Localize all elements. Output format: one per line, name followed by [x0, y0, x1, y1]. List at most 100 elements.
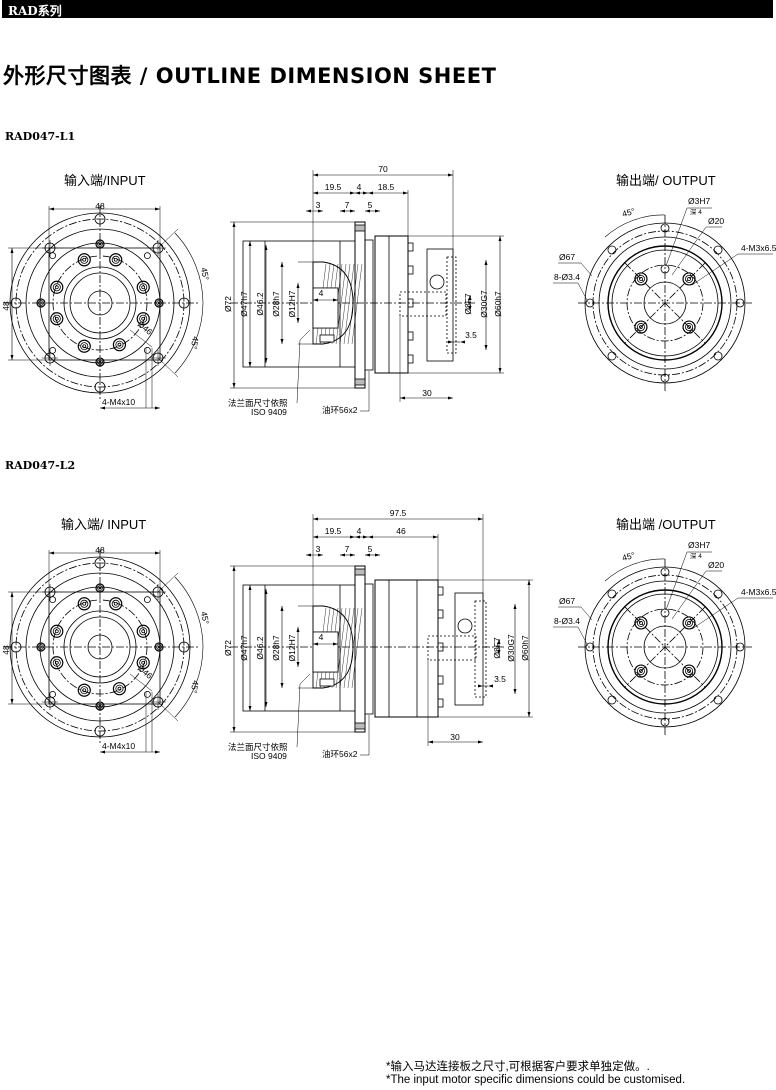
counterbore-hole [97, 703, 103, 709]
input-view-label: 输入端/INPUT [64, 173, 146, 188]
dim-output-pcd: Ø67 [559, 596, 575, 606]
counterbore-hole [157, 645, 161, 649]
counterbore-hole [113, 257, 118, 262]
counterbore-hole [687, 277, 691, 281]
dim-5: 5 [368, 200, 373, 210]
drawing-line [157, 357, 179, 378]
dim-square-height: 48 [1, 645, 11, 655]
tapped-hole [143, 252, 151, 260]
dimension-arrow [478, 684, 493, 688]
counterbore-hole [39, 301, 43, 305]
output-flange-plate [354, 565, 366, 733]
counterbore-hole [80, 686, 89, 695]
output-bore-hidden [427, 635, 477, 661]
dim-3: 3 [316, 544, 321, 554]
counterbore-hole [109, 597, 123, 611]
pin-hole [660, 264, 670, 274]
counterbore-hole [80, 599, 89, 608]
flange-hole [178, 641, 190, 653]
leader-line [360, 371, 370, 412]
dim-dia72: Ø72 [223, 640, 233, 656]
motor-square-outline [48, 591, 161, 705]
dim-output-tapped: 4-M3x6.5 [741, 587, 776, 597]
dim-dia8: Ø8F7 [463, 293, 473, 315]
iso-note: ISO 9409 [251, 407, 287, 417]
leader-line [671, 226, 722, 276]
counterbore-hole [636, 667, 645, 676]
hatch-line [351, 607, 363, 689]
counterbore-hole [687, 325, 691, 329]
dim-dia28: Ø28h7 [271, 291, 281, 317]
leader-line [553, 282, 589, 303]
drawing-rad047-l1: 输入端/INPUT 输出端/ OUTPUT 48 48 45° 45° Ø46 … [1, 164, 776, 417]
drawing-line [129, 329, 153, 348]
dimension-arrow [306, 553, 323, 557]
set-screw [319, 678, 335, 687]
leader-line [553, 626, 589, 647]
bolt-head [407, 242, 414, 252]
dimension-arrow [355, 535, 368, 539]
dim-d20: Ø20 [708, 560, 724, 570]
dim-angle-b: 45° [189, 680, 201, 694]
note-english: *The input motor specific dimensions cou… [386, 1074, 686, 1086]
output-shaft-hidden [474, 600, 487, 698]
model-title-l2: RAD047-L2 [5, 459, 76, 472]
tapped-hole [143, 346, 151, 354]
hatch-line [351, 263, 363, 345]
gearbox-body [374, 579, 439, 718]
lube-port [429, 274, 445, 290]
dim-dia60: Ø60h7 [493, 291, 503, 317]
hatch-line [339, 607, 351, 689]
bolt-head [437, 609, 444, 619]
counterbore-hole [77, 253, 91, 267]
flange-hole [713, 245, 723, 255]
counterbore-hole [38, 644, 44, 650]
hatch-line [347, 607, 359, 689]
counterbore-hole [639, 277, 643, 281]
note-chinese: *输入马达连接板之尺寸,可根据客户要求单独定做。. [386, 1061, 650, 1073]
counterbore-hole [98, 360, 102, 364]
counterbore-hole [634, 664, 648, 678]
hatch-line [335, 607, 347, 689]
counterbore-hole [687, 621, 691, 625]
flange-hole [178, 297, 190, 309]
tapped-hole [49, 346, 57, 354]
drawing-rad047-l2: 输入端/ INPUT 输出端 /OUTPUT 48 48 45° 45° Ø46… [1, 508, 776, 761]
dim-seg2: 4 [357, 526, 362, 536]
dim-dia72: Ø72 [223, 296, 233, 312]
dim-output-angle: 45° [621, 206, 636, 219]
leader-line [671, 570, 722, 620]
counterbore-hole [141, 629, 146, 634]
counterbore-hole [117, 342, 122, 347]
drawing-line [157, 572, 179, 593]
counterbore-hole [95, 701, 105, 711]
dim-pin-hole: Ø3H7 [688, 196, 710, 206]
dim-3: 3 [316, 200, 321, 210]
counterbore-hole [682, 320, 696, 334]
dim-seg1: 19.5 [325, 526, 342, 536]
leader-line [296, 673, 311, 748]
angle-arc [604, 558, 666, 582]
output-shaft-hidden [446, 256, 457, 354]
counterbore-hole [54, 629, 59, 634]
flange-note: 法兰面尺寸依照 [228, 742, 288, 752]
counterbore-hole [115, 684, 124, 693]
flange-hole [660, 717, 670, 727]
counterbore-hole [136, 624, 150, 638]
dim-angle-a: 45° [199, 611, 211, 625]
flange-hole [713, 351, 723, 361]
counterbore-hole [157, 301, 161, 305]
counterbore-hole [639, 325, 643, 329]
dimension-arrow [448, 340, 465, 344]
dimension-arrow [313, 642, 338, 646]
dim-d20: Ø20 [708, 216, 724, 226]
dim-square-width: 48 [95, 201, 105, 211]
dim-output-tapped: 4-M3x6.5 [741, 243, 776, 253]
hatch-line [335, 263, 347, 345]
flange-hole [10, 641, 22, 653]
hatch-line [339, 263, 351, 345]
counterbore-hole [80, 255, 89, 264]
counterbore-hole [36, 298, 46, 308]
flange-hole [607, 351, 617, 361]
counterbore-hole [82, 688, 87, 693]
